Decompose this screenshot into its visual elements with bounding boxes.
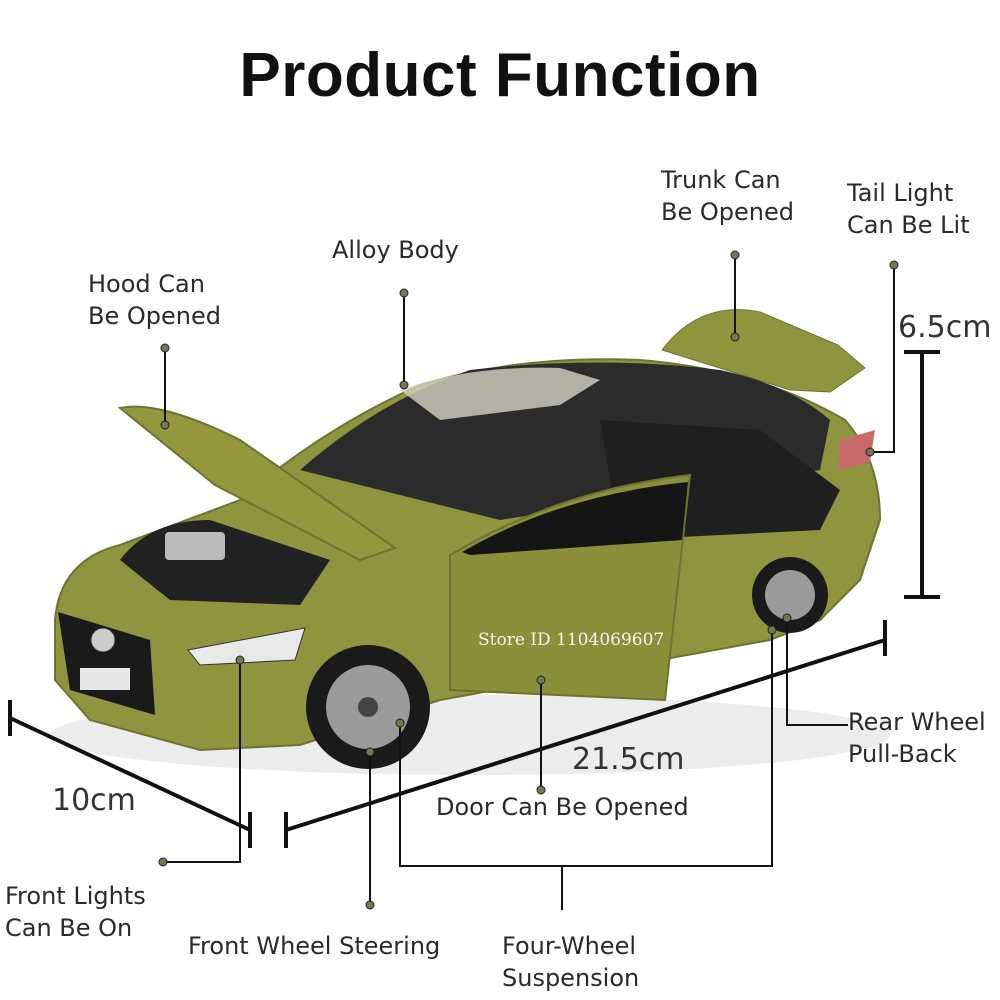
dimension-height-label: 6.5cm: [898, 310, 992, 345]
trunk-lid: [661, 309, 866, 393]
sunroof: [400, 367, 600, 420]
tail-light: [838, 430, 875, 470]
headlight: [187, 627, 306, 666]
label-tail-light: Tail Light Can Be Lit: [847, 179, 970, 239]
door-window-frame: [462, 482, 688, 555]
grille-logo: [90, 627, 116, 653]
engine-block: [165, 532, 225, 560]
rear-rim: [765, 570, 815, 620]
license-plate: [80, 668, 130, 690]
label-hood: Hood Can Be Opened: [88, 270, 221, 330]
leader-tail: [870, 265, 895, 453]
dimension-width: [8, 700, 252, 848]
leader-rear-wheel: [786, 618, 848, 726]
dimension-height: [904, 350, 940, 599]
store-watermark: Store ID 1104069607: [478, 630, 665, 650]
label-rear-wheel: Rear Wheel Pull-Back: [848, 708, 986, 768]
page-title: Product Function: [239, 41, 761, 110]
leader-front-lights: [163, 660, 241, 863]
dimension-length: [284, 620, 887, 848]
label-suspension: Four-Wheel Suspension: [502, 932, 640, 992]
label-front-lights: Front Lights Can Be On: [5, 882, 146, 942]
hood: [117, 405, 398, 562]
label-door: Door Can Be Opened: [436, 793, 689, 821]
label-front-wheel: Front Wheel Steering: [188, 932, 441, 960]
dimension-width-label: 10cm: [52, 783, 136, 818]
label-alloy-body: Alloy Body: [332, 236, 459, 264]
dimension-length-label: 21.5cm: [572, 742, 685, 777]
label-trunk: Trunk Can Be Opened: [661, 166, 794, 226]
